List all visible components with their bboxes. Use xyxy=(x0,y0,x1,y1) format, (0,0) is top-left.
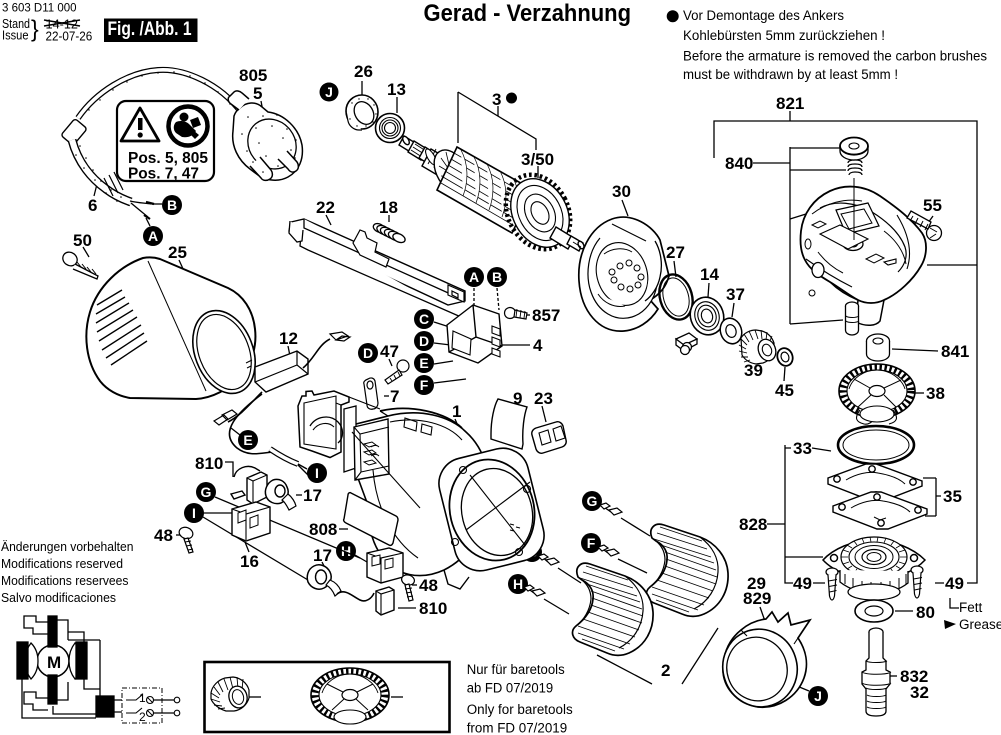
svg-text:829: 829 xyxy=(743,589,771,608)
svg-text:27: 27 xyxy=(666,243,685,262)
svg-text:821: 821 xyxy=(776,94,804,113)
svg-text:13: 13 xyxy=(387,80,406,99)
svg-text:17: 17 xyxy=(313,546,332,565)
svg-text:Modifications reserved: Modifications reserved xyxy=(1,556,123,571)
svg-text:1: 1 xyxy=(139,691,146,705)
svg-text:F: F xyxy=(587,535,596,551)
svg-text:26: 26 xyxy=(354,62,373,81)
svg-text:Vor Demontage des Ankers: Vor Demontage des Ankers xyxy=(683,7,844,23)
svg-text:A: A xyxy=(469,269,479,285)
svg-text:39: 39 xyxy=(744,361,763,380)
svg-text:49: 49 xyxy=(945,574,964,593)
svg-text:D: D xyxy=(419,333,429,349)
svg-text:841: 841 xyxy=(941,342,969,361)
svg-text:Fig. /Abb. 1: Fig. /Abb. 1 xyxy=(108,18,192,40)
svg-text:37: 37 xyxy=(726,285,745,304)
svg-text:M: M xyxy=(47,653,61,672)
svg-text:805: 805 xyxy=(239,66,267,85)
svg-text:Issue: Issue xyxy=(2,29,29,43)
svg-text:48: 48 xyxy=(419,576,438,595)
svg-text:840: 840 xyxy=(725,154,753,173)
svg-text:18: 18 xyxy=(379,198,398,217)
svg-text:4: 4 xyxy=(533,336,543,355)
svg-text:810: 810 xyxy=(195,454,223,473)
svg-text:808: 808 xyxy=(309,520,337,539)
svg-text:35: 35 xyxy=(943,487,962,506)
svg-text:Fett: Fett xyxy=(959,600,983,615)
svg-text:Salvo modificaciones: Salvo modificaciones xyxy=(1,590,116,605)
svg-text:6: 6 xyxy=(88,196,97,215)
svg-text:16: 16 xyxy=(240,552,259,571)
svg-text:828: 828 xyxy=(739,515,767,534)
svg-text:17: 17 xyxy=(303,486,322,505)
svg-text:Grease: Grease xyxy=(959,617,1001,632)
svg-text:}: } xyxy=(31,16,39,42)
svg-text:22-07-26: 22-07-26 xyxy=(46,29,93,44)
svg-text:32: 32 xyxy=(910,683,929,702)
svg-text:832: 832 xyxy=(900,667,928,686)
svg-text:J: J xyxy=(325,84,333,100)
svg-text:14: 14 xyxy=(700,265,719,284)
svg-text:2: 2 xyxy=(139,710,146,724)
svg-text:E: E xyxy=(419,355,428,371)
svg-text:3: 3 xyxy=(492,90,501,109)
svg-text:25: 25 xyxy=(168,243,187,262)
svg-text:48: 48 xyxy=(154,526,173,545)
svg-text:G: G xyxy=(201,484,212,500)
svg-text:J: J xyxy=(814,688,822,704)
svg-text:Gerad - Verzahnung: Gerad - Verzahnung xyxy=(424,0,632,27)
svg-text:I: I xyxy=(192,505,196,521)
svg-text:G: G xyxy=(587,493,598,509)
svg-text:80: 80 xyxy=(916,603,935,622)
svg-text:857: 857 xyxy=(532,306,560,325)
svg-text:C: C xyxy=(419,311,429,327)
svg-text:from FD 07/2019: from FD 07/2019 xyxy=(467,721,568,735)
svg-text:Modifications reservees: Modifications reservees xyxy=(1,573,129,588)
svg-text:3/50: 3/50 xyxy=(521,150,554,169)
svg-text:Änderungen vorbehalten: Änderungen vorbehalten xyxy=(1,539,134,554)
svg-text:Pos. 7, 47: Pos. 7, 47 xyxy=(128,166,199,183)
svg-text:2: 2 xyxy=(661,661,670,680)
svg-text:49: 49 xyxy=(793,574,812,593)
svg-text:30: 30 xyxy=(612,182,631,201)
svg-text:29: 29 xyxy=(747,574,766,593)
svg-text:Before the armature is removed: Before the armature is removed the carbo… xyxy=(683,47,987,63)
svg-text:H: H xyxy=(341,543,351,559)
svg-text:23: 23 xyxy=(534,389,553,408)
svg-text:B: B xyxy=(167,197,177,213)
svg-text:Only for baretools: Only for baretools xyxy=(467,702,573,717)
svg-text:F: F xyxy=(420,377,429,393)
svg-text:12: 12 xyxy=(279,329,298,348)
svg-text:33: 33 xyxy=(793,439,812,458)
svg-text:must be withdrawn by at least: must be withdrawn by at least 5mm ! xyxy=(683,66,898,82)
svg-text:55: 55 xyxy=(923,196,942,215)
svg-text:45: 45 xyxy=(775,381,794,400)
svg-text:ab FD 07/2019: ab FD 07/2019 xyxy=(467,681,554,696)
svg-text:D: D xyxy=(363,345,373,361)
svg-text:7: 7 xyxy=(390,387,399,406)
svg-text:E: E xyxy=(243,432,252,448)
svg-text:50: 50 xyxy=(73,231,92,250)
svg-text:Pos. 5, 805: Pos. 5, 805 xyxy=(128,150,208,167)
svg-text:3 603 D11 000: 3 603 D11 000 xyxy=(2,1,77,15)
svg-text:38: 38 xyxy=(926,384,945,403)
svg-text:A: A xyxy=(148,228,158,244)
svg-text:B: B xyxy=(492,269,502,285)
svg-text:47: 47 xyxy=(380,342,399,361)
svg-text:5: 5 xyxy=(253,84,262,103)
svg-text:Kohlebürsten 5mm zurückziehen: Kohlebürsten 5mm zurückziehen ! xyxy=(683,27,885,43)
svg-text:Stand: Stand xyxy=(2,17,30,31)
svg-text:H: H xyxy=(513,576,523,592)
svg-text:810: 810 xyxy=(419,599,447,618)
svg-text:Nur für baretools: Nur für baretools xyxy=(467,662,565,677)
svg-text:22: 22 xyxy=(316,198,335,217)
svg-text:1: 1 xyxy=(452,402,461,421)
svg-text:9: 9 xyxy=(513,389,522,408)
svg-text:I: I xyxy=(315,465,319,481)
